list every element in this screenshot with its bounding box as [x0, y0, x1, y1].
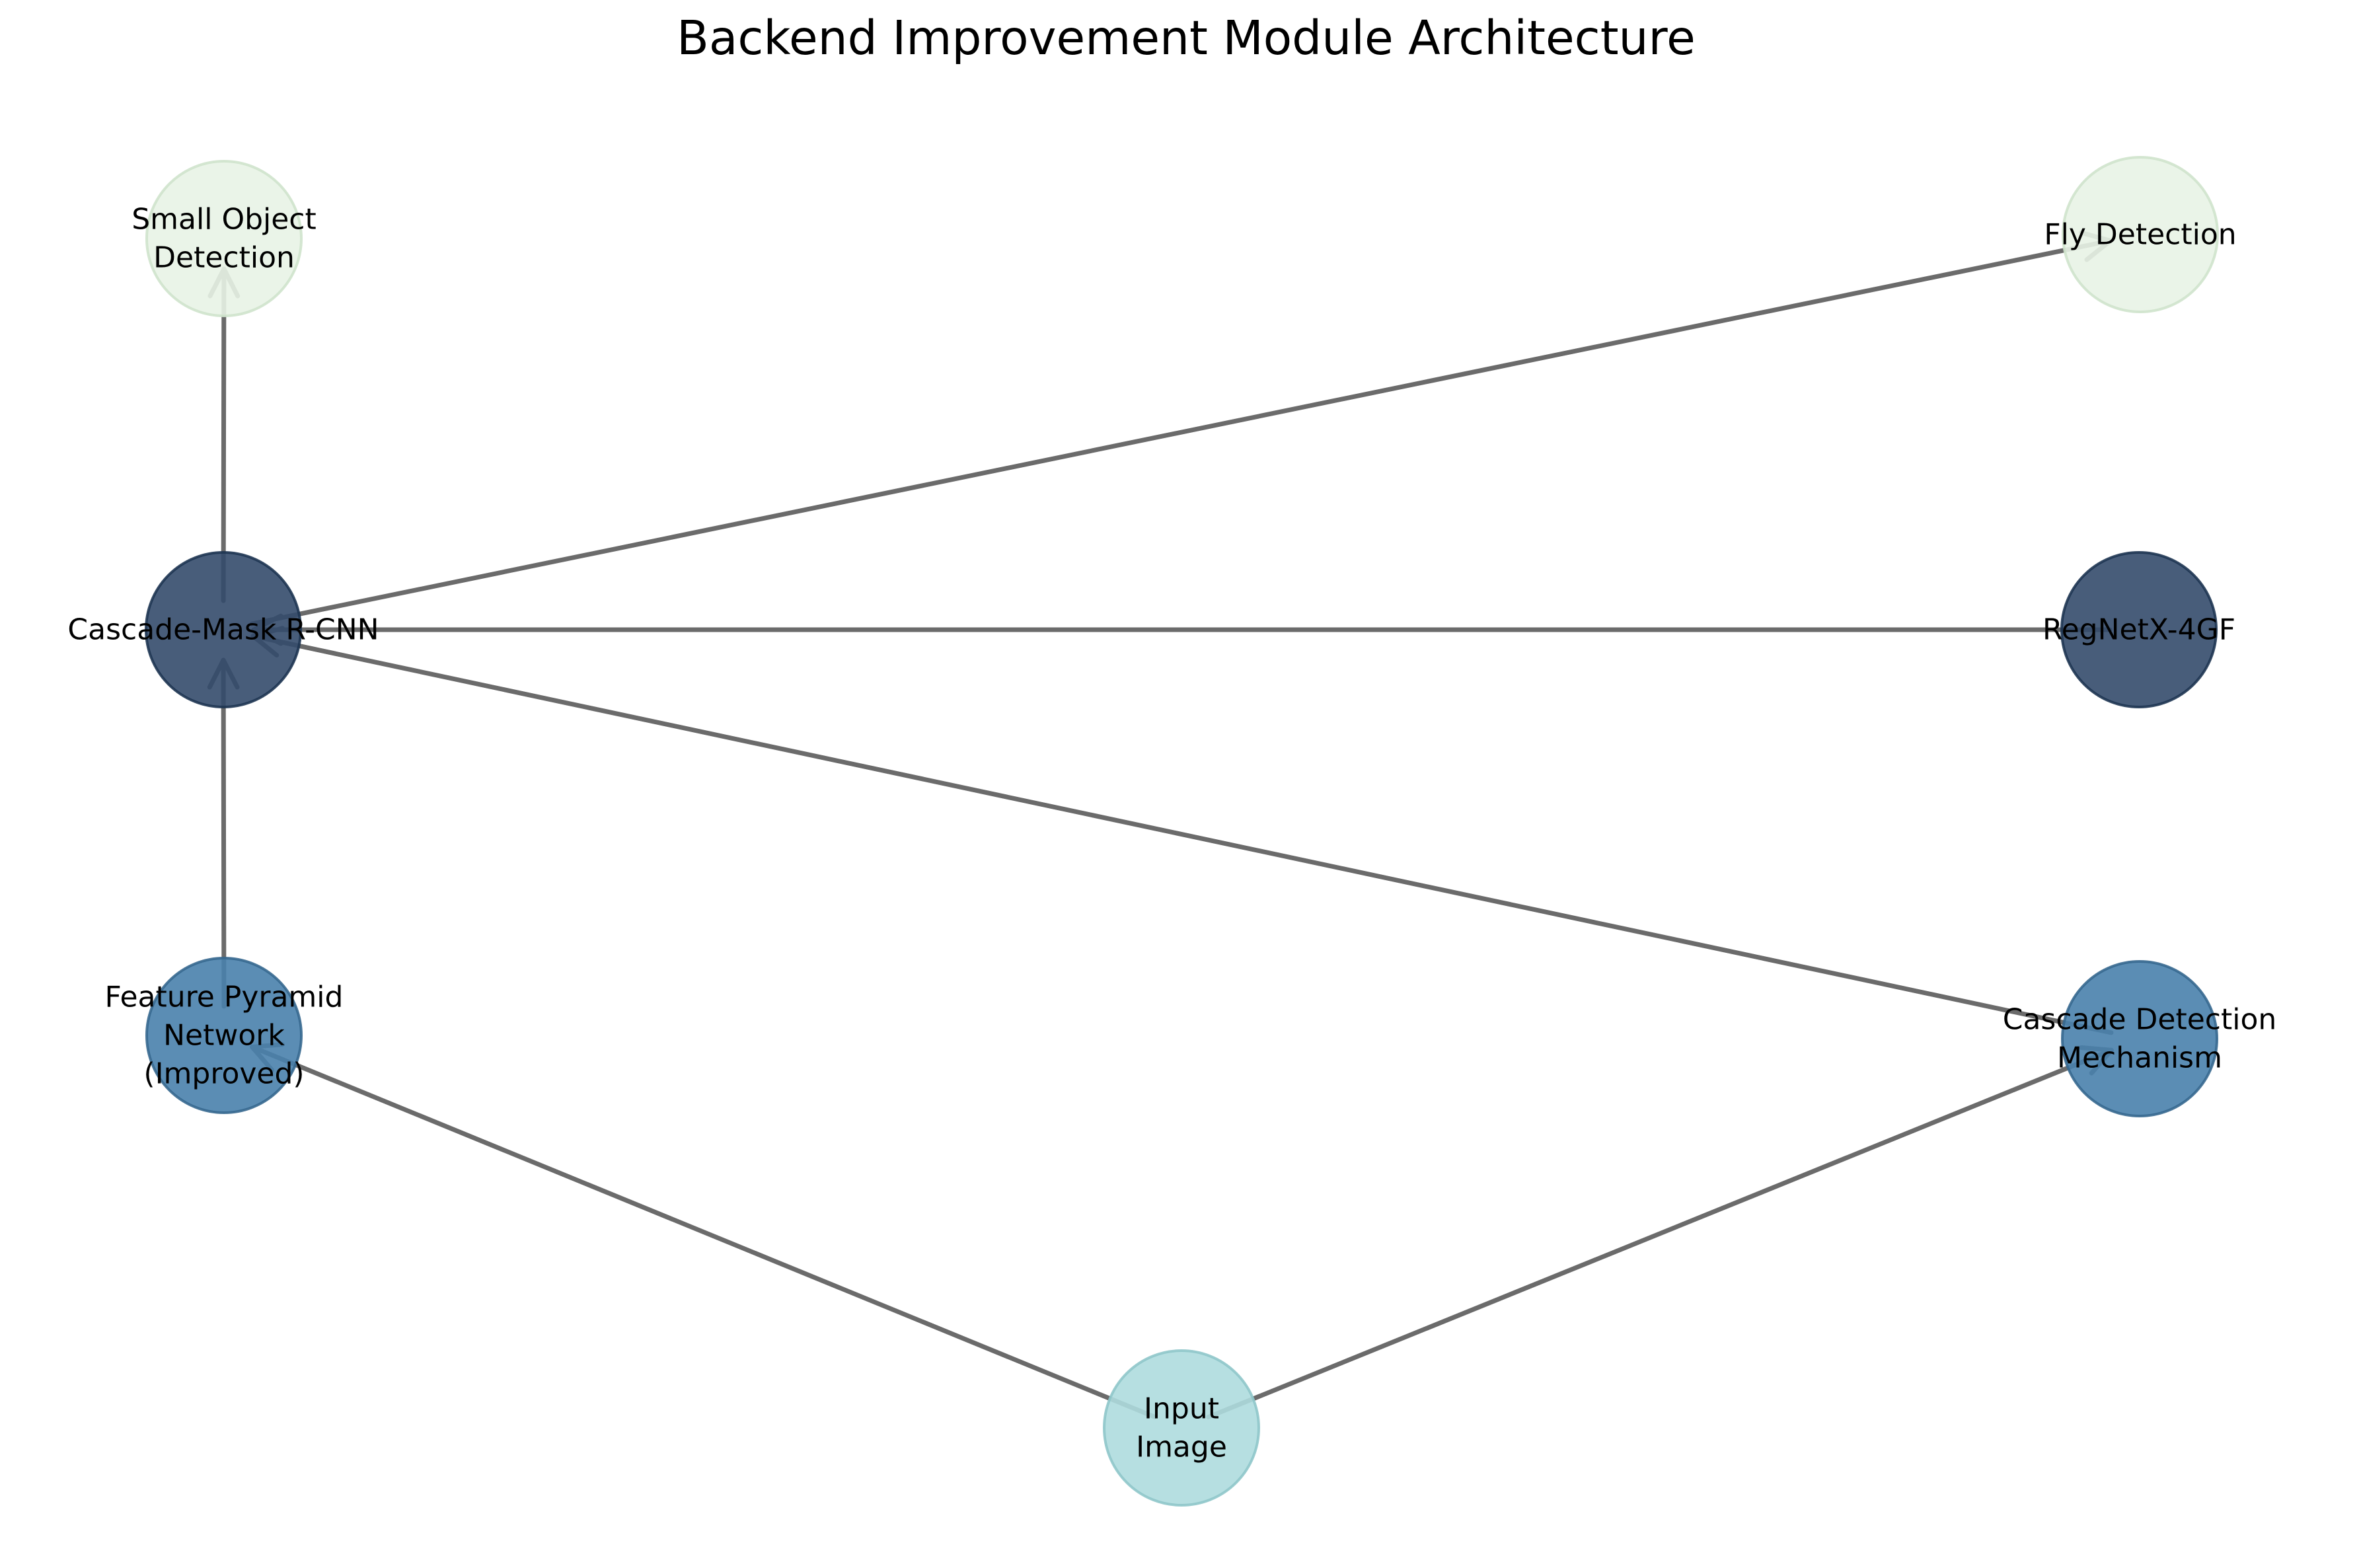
node-label-line: Mechanism [2057, 1041, 2222, 1075]
edge-input-image--feature-pyramid-network-improved [250, 1044, 1157, 1419]
edge-cascade-mask-r-cnn--small-object-detection [221, 266, 227, 603]
node-input-image [1103, 1349, 1260, 1507]
edge-cascade-mask-r-cnn--fly-detection [249, 238, 2113, 626]
node-feature-pyramid-network-improved [145, 957, 303, 1114]
edge-input-image--cascade-detection-mechanism [1206, 1047, 2114, 1419]
nodes-layer [145, 156, 2219, 1507]
node-label-line: Fly Detection [2044, 218, 2236, 252]
node-label-line: Detection [153, 241, 295, 275]
node-label-line: RegNetX-4GF [2042, 613, 2235, 647]
node-regnetx-4gf [2060, 551, 2218, 708]
node-label-regnetx-4gf: RegNetX-4GF [2042, 613, 2235, 647]
diagram-title: Backend Improvement Module Architecture [677, 11, 1696, 65]
node-cascade-mask-r-cnn [145, 551, 302, 708]
node-label-line: Image [1136, 1431, 1227, 1464]
node-label-line: Input [1144, 1392, 1219, 1426]
node-label-fly-detection: Fly Detection [2044, 218, 2236, 252]
node-label-cascade-mask-r-cnn: Cascade-Mask R-CNN [67, 613, 379, 647]
node-label-line: Network [163, 1019, 285, 1053]
node-label-line: (Improved) [143, 1057, 304, 1091]
node-cascade-detection-mechanism [2061, 960, 2218, 1117]
edge-feature-pyramid-network-improved--cascade-mask-r-cnn [221, 657, 227, 1009]
node-label-line: Small Object [131, 203, 317, 237]
node-fly-detection [2062, 156, 2219, 313]
edge-cascade-detection-mechanism--cascade-mask-r-cnn [250, 634, 2114, 1035]
node-small-object-detection [145, 160, 303, 317]
edges-layer [207, 230, 2114, 1419]
node-label-line: Cascade-Mask R-CNN [67, 613, 379, 647]
node-label-line: Cascade Detection [2003, 1003, 2277, 1037]
node-label-line: Feature Pyramid [105, 981, 344, 1014]
